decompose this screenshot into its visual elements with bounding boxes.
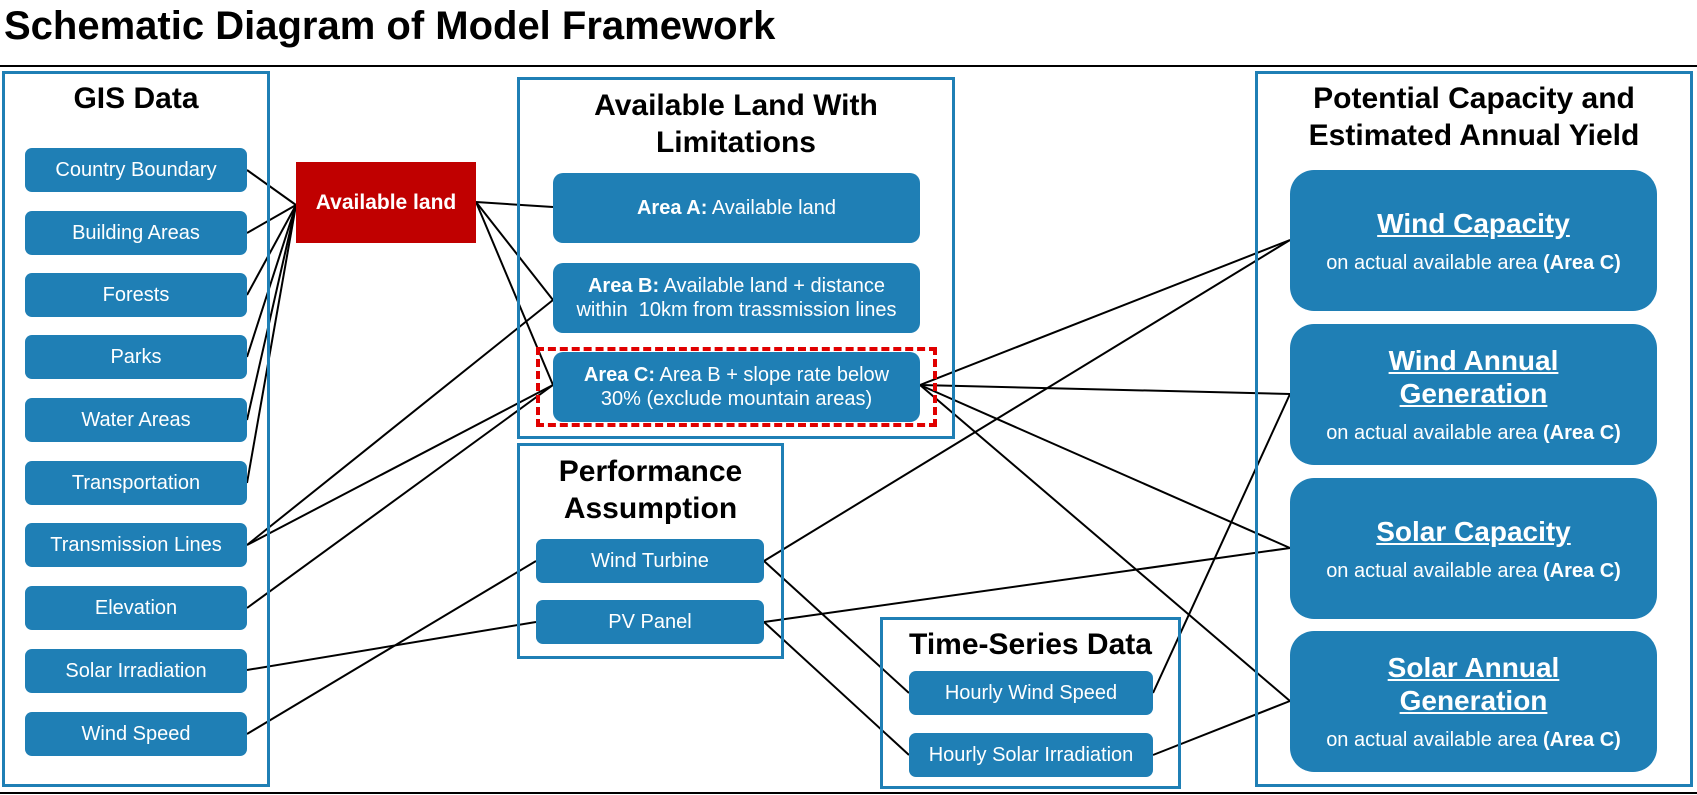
output-solar-annual-area: (Area C): [1543, 729, 1621, 751]
timeseries-panel: [880, 617, 1181, 789]
gis-item-parks: Parks: [25, 335, 247, 379]
output-wind-annual-title-line1: Wind Annual: [1388, 345, 1559, 376]
performance-panel: [517, 443, 784, 659]
connector: [246, 204, 297, 234]
output-wind-capacity: Wind Capacity on actual available area (…: [1290, 170, 1657, 311]
connector: [246, 204, 297, 421]
output-solar-capacity-title: Solar Capacity: [1376, 515, 1571, 547]
connector: [246, 621, 537, 671]
performance-title: Performance Assumption: [517, 453, 784, 527]
page-title: Schematic Diagram of Model Framework: [4, 4, 776, 48]
output-wind-capacity-sub: on actual available area: [1326, 251, 1538, 274]
output-solar-capacity: Solar Capacity on actual available area …: [1290, 478, 1657, 619]
area-a-text: Available land: [711, 197, 836, 219]
area-c-name: Area C:: [583, 364, 656, 386]
connector: [246, 204, 297, 296]
timeseries-item-hourly-wind-speed: Hourly Wind Speed: [909, 671, 1153, 715]
outputs-panel: [1255, 71, 1693, 787]
gis-data-panel: [2, 71, 270, 787]
output-wind-capacity-area: (Area C): [1543, 251, 1621, 274]
connector: [475, 201, 554, 386]
output-solar-annual-generation: Solar Annual Generation on actual availa…: [1290, 631, 1657, 772]
connector: [763, 239, 1291, 562]
area-b-line1: Available land + distance: [663, 275, 886, 297]
outputs-title-line2: Estimated Annual Yield: [1308, 119, 1640, 152]
connector: [919, 384, 1291, 702]
connector: [246, 204, 297, 358]
limitations-title: Available Land With Limitations: [517, 87, 955, 161]
connector: [763, 547, 1291, 623]
connector: [919, 384, 1291, 549]
outputs-title-line1: Potential Capacity and: [1313, 82, 1635, 115]
connector: [475, 201, 554, 301]
connector: [1152, 393, 1291, 694]
connector: [246, 384, 554, 609]
connector: [246, 204, 297, 484]
gis-item-water-areas: Water Areas: [25, 398, 247, 442]
output-solar-capacity-area: (Area C): [1543, 559, 1621, 582]
output-wind-capacity-title: Wind Capacity: [1377, 207, 1570, 239]
gis-item-elevation: Elevation: [25, 586, 247, 630]
output-solar-capacity-sub: on actual available area: [1326, 559, 1538, 582]
area-b-line2: within 10km from trassmission lines: [576, 299, 897, 321]
connector: [246, 384, 554, 546]
output-wind-annual-generation: Wind Annual Generation on actual availab…: [1290, 324, 1657, 465]
area-c-line1: Area B + slope rate below: [659, 364, 890, 386]
gis-item-forests: Forests: [25, 273, 247, 317]
area-b-name: Area B:: [587, 275, 660, 297]
available-land-box: Available land: [296, 162, 476, 243]
timeseries-title: Time-Series Data: [909, 628, 1152, 661]
connector: [475, 201, 554, 208]
top-rule: [0, 65, 1697, 67]
connector: [1152, 700, 1291, 756]
performance-title-line2: Assumption: [563, 492, 738, 525]
limitations-panel: [517, 77, 955, 439]
performance-item-wind-turbine: Wind Turbine: [536, 539, 764, 583]
area-b-box: Area B: Available land + distance within…: [553, 263, 920, 333]
outputs-title: Potential Capacity and Estimated Annual …: [1255, 80, 1693, 154]
output-wind-annual-title-line2: Generation: [1399, 378, 1548, 409]
gis-item-wind-speed: Wind Speed: [25, 712, 247, 756]
performance-item-pv-panel: PV Panel: [536, 600, 764, 644]
output-solar-annual-sub: on actual available area: [1326, 729, 1538, 751]
area-a-box: Area A: Available land: [553, 173, 920, 243]
gis-data-title: GIS Data: [73, 82, 199, 115]
bottom-rule: [0, 792, 1697, 794]
connector: [246, 299, 554, 546]
connector: [763, 560, 910, 694]
area-a-name: Area A:: [636, 197, 708, 219]
area-c-line2: 30% (exclude mountain areas): [600, 388, 873, 410]
output-solar-annual-title-line1: Solar Annual: [1387, 652, 1560, 683]
area-c-highlight: [536, 347, 937, 427]
area-c-box: Area C: Area B + slope rate below 30% (e…: [553, 352, 920, 422]
gis-item-transportation: Transportation: [25, 461, 247, 505]
performance-title-line1: Performance: [558, 455, 743, 488]
gis-item-solar-irradiation: Solar Irradiation: [25, 649, 247, 693]
connector: [919, 239, 1291, 386]
output-solar-annual-title-line2: Generation: [1399, 685, 1548, 716]
gis-item-country-boundary: Country Boundary: [25, 148, 247, 192]
gis-item-building-areas: Building Areas: [25, 211, 247, 255]
output-wind-annual-area: (Area C): [1543, 422, 1621, 444]
gis-item-transmission-lines: Transmission Lines: [25, 523, 247, 567]
limitations-title-line2: Limitations: [655, 126, 816, 159]
connector: [246, 560, 537, 735]
timeseries-item-hourly-solar-irradiation: Hourly Solar Irradiation: [909, 733, 1153, 777]
limitations-title-line1: Available Land With: [594, 89, 878, 122]
output-wind-annual-sub: on actual available area: [1326, 422, 1538, 444]
connector: [763, 621, 910, 756]
connector: [246, 169, 297, 206]
connector: [919, 384, 1291, 395]
